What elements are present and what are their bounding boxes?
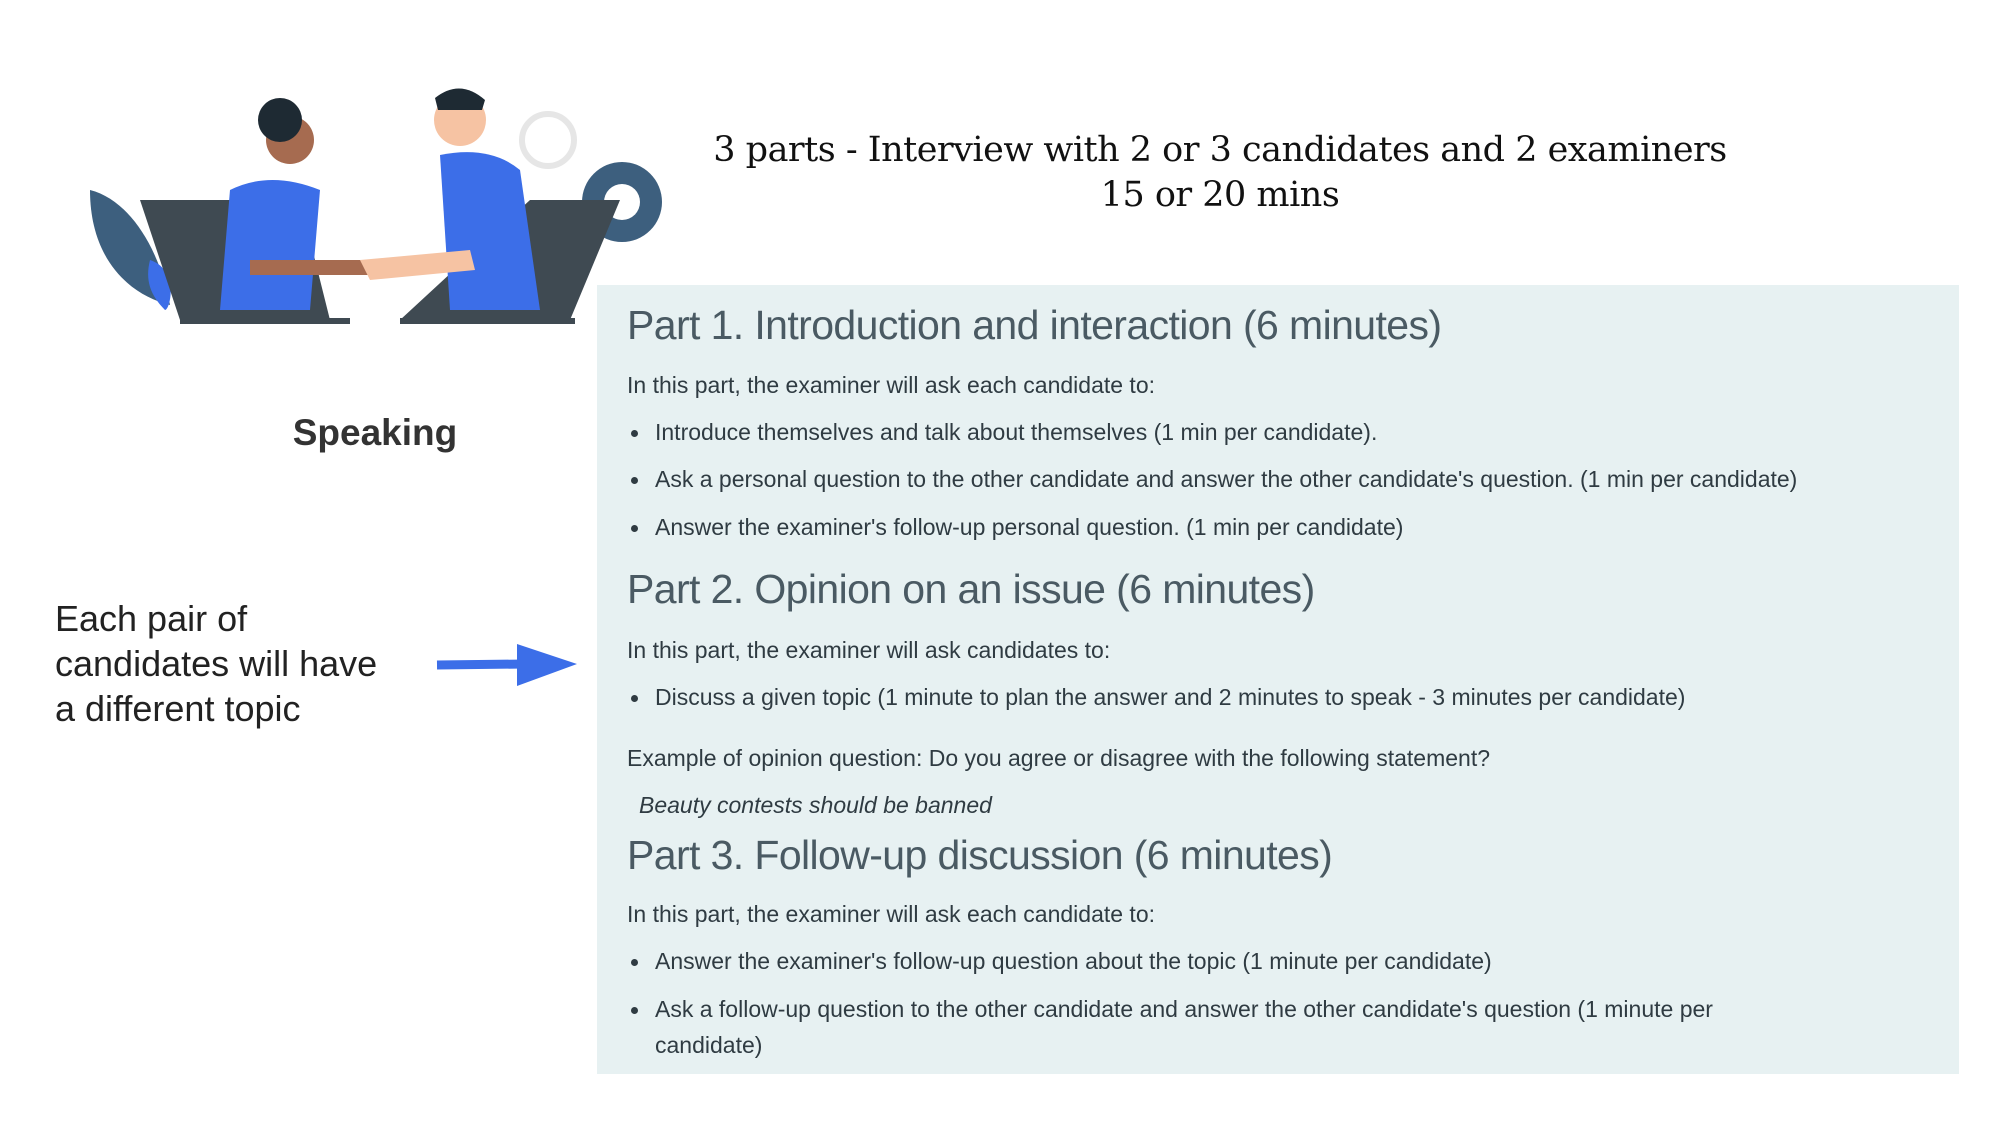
list-item: Ask a personal question to the other can… <box>630 466 1798 492</box>
woman-figure <box>220 98 370 310</box>
list-item-continuation: candidate) <box>655 1032 763 1058</box>
note-line: a different topic <box>55 688 301 729</box>
topic-note: Each pair of candidates will have a diff… <box>55 596 377 731</box>
content-panel <box>597 285 1959 1074</box>
part1-heading: Part 1. Introduction and interaction (6 … <box>627 302 1442 348</box>
example-statement: Beauty contests should be banned <box>639 792 992 818</box>
note-line: Each pair of <box>55 598 248 639</box>
part2-heading: Part 2. Opinion on an issue (6 minutes) <box>627 566 1315 612</box>
example-label: Example of opinion question: Do you agre… <box>627 745 1491 771</box>
section-label: Speaking <box>292 412 458 453</box>
interview-illustration <box>90 88 662 324</box>
header-duration: 15 or 20 mins <box>1100 175 1340 215</box>
man-figure <box>360 88 540 310</box>
list-item: Ask a follow-up question to the other ca… <box>631 996 1713 1022</box>
list-item: Discuss a given topic (1 minute to plan … <box>630 684 1686 710</box>
part1-intro: In this part, the examiner will ask each… <box>627 372 1156 398</box>
list-item: Answer the examiner's follow-up personal… <box>630 514 1404 540</box>
header-title: 3 parts - Interview with 2 or 3 candidat… <box>713 130 1727 170</box>
list-item: Introduce themselves and talk about them… <box>630 419 1378 445</box>
part2-intro: In this part, the examiner will ask cand… <box>627 637 1111 663</box>
part3-intro: In this part, the examiner will ask each… <box>627 901 1156 927</box>
list-item: Answer the examiner's follow-up question… <box>631 948 1492 974</box>
arrow-right-icon <box>436 644 577 686</box>
part3-heading: Part 3. Follow-up discussion (6 minutes) <box>627 832 1333 878</box>
note-line: candidates will have <box>55 643 378 684</box>
